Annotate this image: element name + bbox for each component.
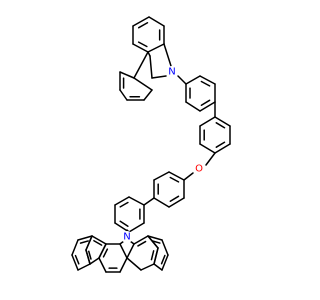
bottom-carbazole-right-inner-bond	[126, 257, 142, 271]
bottom-carbazole-right-ring-double-bond	[160, 254, 166, 265]
top-carbazole-upper-ring-bond	[132, 16, 150, 27]
bottom-meta-phenylene-double-bond	[119, 201, 129, 208]
bottom-meta-phenylene-double-bond	[119, 220, 129, 227]
bottom-carbazole-left-ring-bond	[77, 263, 91, 271]
top-para-phenylene-bond	[199, 116, 216, 127]
top-carbazole-left-ring-bond	[119, 71, 135, 79]
top-carbazole-left-ring-bond	[133, 77, 153, 91]
molecule-structure: N O N	[71, 16, 231, 273]
bottom-para-phenylene-bond	[153, 197, 170, 208]
top-carbazole-c-n	[163, 43, 172, 67]
bottom-para-phenylene-double-bond	[169, 195, 180, 202]
top-para-phenylene-double-bond	[215, 122, 226, 129]
nitrogen-atom-bottom: N	[121, 231, 133, 243]
nitrogen-label-bottom: N	[123, 232, 130, 243]
bottom-carbazole-left-ring-bond	[77, 235, 93, 241]
top-para-phenylene-bond	[214, 143, 231, 154]
bottom-carbazole-left-ring-bond	[71, 254, 79, 271]
bottom-carbazole-pyrrole-double-bond	[102, 248, 109, 258]
top-meta-phenylene-double-bond	[200, 80, 211, 87]
top-carbazole-upper-ring-bond	[132, 43, 149, 53]
bottom-meta-phenylene-bond	[128, 222, 145, 233]
top-carbazole-left-ring-bond	[119, 89, 128, 101]
top-meta-phenylene-bond	[199, 75, 216, 85]
bottom-carbazole-pyrrole-bond	[119, 257, 128, 273]
bottom-meta-phenylene-bond	[114, 196, 130, 206]
top-para-phenylene-bond	[214, 116, 231, 127]
top-carbazole-bridge	[133, 51, 149, 79]
bottom-carbazole-right-ring-bond	[147, 235, 159, 249]
top-carbazole-c-n2	[151, 75, 167, 79]
nitrogen-atom-top: N	[166, 66, 178, 78]
bottom-biaryl-bond	[143, 197, 155, 206]
bottom-carbazole-right-ring-bond	[153, 247, 159, 265]
bottom-para-phenylene-bond	[168, 197, 185, 208]
oxygen-atom: O	[193, 163, 205, 175]
top-meta-phenylene-bond	[185, 101, 201, 112]
top-carbazole-left-ring-bond	[143, 89, 153, 101]
top-ether-bond	[205, 152, 216, 166]
top-para-phenylene-bond	[199, 143, 216, 154]
bond-lines	[71, 16, 231, 273]
bottom-carbazole-right-inner-double-bond	[150, 250, 155, 261]
bottom-carbazole-right-ring-bond	[161, 239, 169, 256]
top-carbazole-upper-ring-double-bond	[137, 41, 148, 48]
bottom-para-phenylene-bond	[153, 171, 170, 181]
top-n-aryl-bond	[177, 75, 187, 85]
bottom-carbazole-left-ring-bond	[85, 235, 93, 251]
bottom-meta-phenylene-bond	[128, 196, 145, 206]
bottom-carbazole-left-inner-double-bond	[93, 239, 103, 246]
bottom-carbazole-left-ring-double-bond	[74, 254, 80, 265]
nitrogen-label-top: N	[168, 67, 175, 78]
bottom-para-phenylene-bond	[168, 171, 185, 181]
bottom-carbazole-right-ring-bond	[153, 263, 163, 271]
bottom-carbazole-left-inner-double-bond	[88, 250, 92, 260]
bottom-carbazole-right-inner-bond	[133, 235, 149, 245]
bottom-ether-bond	[183, 172, 194, 181]
bottom-carbazole-right-ring-bond	[147, 235, 163, 241]
bottom-carbazole-left-inner-bond	[91, 235, 107, 245]
bottom-carbazole-left-ring-double-bond	[79, 240, 89, 244]
bottom-carbazole-left-inner-bond	[89, 257, 100, 265]
top-carbazole-upper-ring-bond	[147, 43, 165, 53]
top-carbazole-upper-ring-bond	[148, 16, 165, 27]
bottom-carbazole-pyrrole-bond	[98, 257, 107, 273]
bottom-carbazole-pyrrole-bond	[119, 243, 128, 259]
bottom-carbazole-left-ring-bond	[85, 249, 91, 265]
bottom-carbazole-left-inner-bond	[98, 243, 107, 259]
bottom-carbazole-right-inner-bond	[140, 263, 155, 271]
top-meta-phenylene-bond	[185, 75, 201, 85]
top-carbazole-upper-ring-double-bond	[137, 22, 149, 29]
top-carbazole-ring-link	[149, 55, 153, 79]
bottom-carbazole-right-ring-bond	[161, 254, 169, 271]
bottom-para-phenylene-double-bond	[169, 176, 180, 183]
bottom-carbazole-right-inner-double-bond	[137, 240, 147, 247]
top-meta-phenylene-double-bond	[200, 99, 211, 106]
top-meta-phenylene-bond	[199, 101, 216, 112]
oxygen-label: O	[195, 164, 203, 175]
bottom-carbazole-left-ring-bond	[71, 239, 79, 256]
bottom-carbazole-right-ring-double-bond	[151, 240, 161, 244]
top-para-phenylene-double-bond	[215, 141, 226, 148]
bottom-carbazole-right-inner-bond	[126, 243, 135, 259]
